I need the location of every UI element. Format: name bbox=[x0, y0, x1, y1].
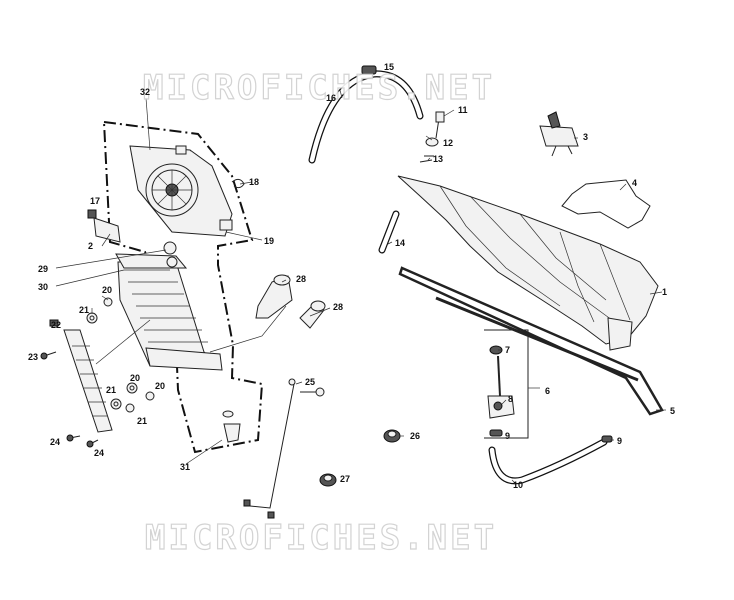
callout-31: 31 bbox=[180, 462, 191, 472]
callout-21b: 21 bbox=[106, 385, 117, 395]
callout-21a: 21 bbox=[79, 305, 90, 315]
callout-1: 1 bbox=[662, 287, 668, 297]
callout-27: 27 bbox=[340, 474, 351, 484]
rubber-mount bbox=[319, 473, 337, 487]
callout-7: 7 bbox=[505, 345, 511, 355]
rubber-grommet bbox=[383, 429, 401, 443]
callout-20c: 20 bbox=[155, 381, 166, 391]
callout-20a: 20 bbox=[102, 285, 113, 295]
thermo-switch bbox=[222, 410, 241, 443]
callout-2: 2 bbox=[88, 241, 94, 251]
callout-6: 6 bbox=[545, 386, 551, 396]
callout-16: 16 bbox=[326, 93, 337, 103]
coolant-hoses bbox=[255, 274, 326, 329]
tank-bracket bbox=[539, 111, 579, 157]
tank-pad bbox=[561, 179, 651, 229]
clip-part bbox=[231, 178, 245, 189]
watermark-top: MICROFICHES.NET bbox=[142, 67, 496, 108]
fuel-tank bbox=[397, 175, 659, 351]
callout-24a: 24 bbox=[50, 437, 61, 447]
tank-seal-outer bbox=[398, 266, 664, 416]
sensor-wire bbox=[243, 378, 325, 519]
callout-15: 15 bbox=[384, 62, 395, 72]
radiator bbox=[115, 241, 223, 371]
leader-lines bbox=[55, 89, 666, 485]
callout-4: 4 bbox=[632, 178, 638, 188]
callout-14: 14 bbox=[395, 238, 406, 248]
callout-30: 30 bbox=[38, 282, 49, 292]
callout-22: 22 bbox=[51, 320, 62, 330]
callout-24b: 24 bbox=[94, 448, 105, 458]
callout-10: 10 bbox=[513, 480, 524, 490]
callout-32: 32 bbox=[140, 87, 151, 97]
callout-29: 29 bbox=[38, 264, 49, 274]
callout-17: 17 bbox=[90, 196, 101, 206]
callout-19: 19 bbox=[264, 236, 275, 246]
radiator-fan bbox=[129, 145, 233, 237]
callout-9-clip: 9 bbox=[617, 436, 623, 446]
callout-13: 13 bbox=[433, 154, 444, 164]
hose-clamp bbox=[361, 65, 377, 75]
bracket-part bbox=[87, 209, 121, 243]
callout-11: 11 bbox=[458, 105, 468, 115]
tank-seal-inner bbox=[435, 296, 639, 382]
callout-26: 26 bbox=[410, 431, 421, 441]
callout-5: 5 bbox=[670, 406, 676, 416]
callout-18: 18 bbox=[249, 177, 260, 187]
callout-12: 12 bbox=[443, 138, 454, 148]
watermark-bottom: MICROFICHES.NET bbox=[144, 517, 498, 558]
hose-clip bbox=[601, 435, 613, 443]
callout-9: 9 bbox=[505, 431, 511, 441]
callout-28a: 28 bbox=[296, 274, 307, 284]
radiator-guard bbox=[49, 319, 113, 433]
callout-21c: 21 bbox=[137, 416, 148, 426]
callout-8: 8 bbox=[508, 394, 514, 404]
callout-20b: 20 bbox=[130, 373, 141, 383]
callout-25: 25 bbox=[305, 377, 316, 387]
fuel-fittings bbox=[419, 111, 445, 163]
callout-28b: 28 bbox=[333, 302, 344, 312]
callout-23: 23 bbox=[28, 352, 39, 362]
callout-3: 3 bbox=[583, 132, 589, 142]
